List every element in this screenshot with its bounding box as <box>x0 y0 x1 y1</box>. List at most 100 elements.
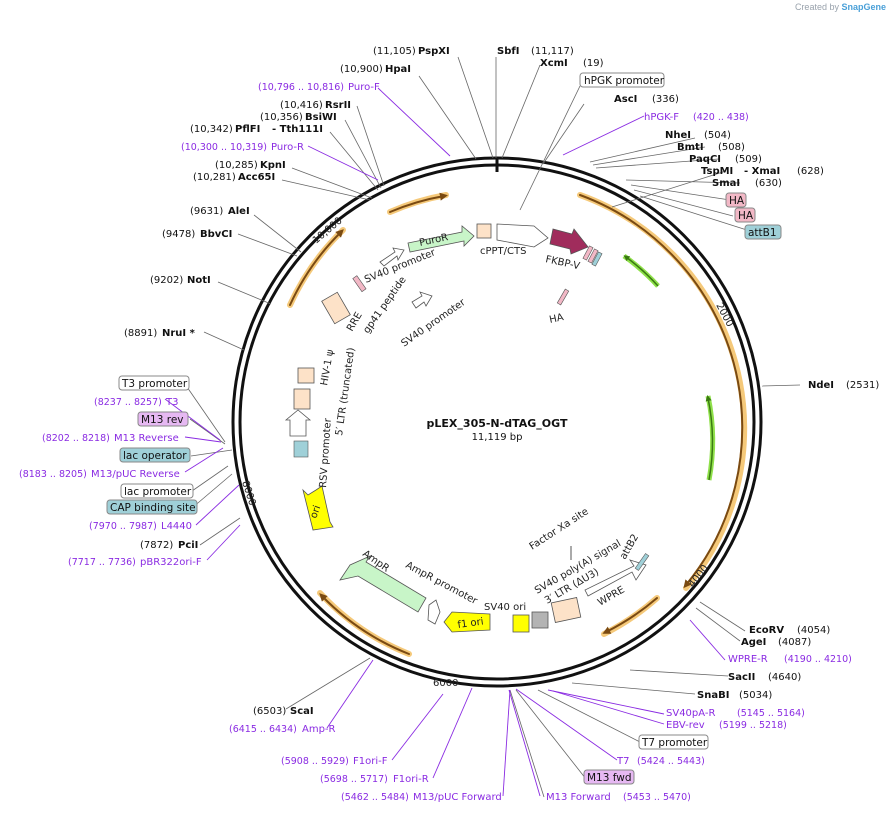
site-sacii-pos: (4640) <box>768 672 801 683</box>
primer-m13puc-reverse: M13/pUC Reverse <box>91 469 180 480</box>
ha-box-2-label: HA <box>738 210 754 222</box>
hiv-psi-label: HIV-1 ψ <box>319 348 336 386</box>
site-tth111i: - Tth111I <box>272 124 323 135</box>
ltr3-box <box>550 597 582 623</box>
orf-arc-ogt <box>577 192 748 591</box>
site-bmti-pos: (508) <box>718 142 745 153</box>
center-title: pLEX_305-N-dTAG_OGT 11,119 bp <box>427 417 568 443</box>
primer-ampr: Amp-R <box>302 724 336 735</box>
lac-operator-box <box>119 447 191 463</box>
site-xcmi-pos: (19) <box>583 58 604 69</box>
site-alei: AleI <box>228 206 250 217</box>
hpgk-promoter-label: hPGK promoter <box>584 75 665 87</box>
lac-operator-label: lac operator <box>123 450 187 462</box>
site-pcii: PciI <box>178 540 198 551</box>
site-xmai-pos: (628) <box>797 166 824 177</box>
t7-promoter-label: T7 promoter <box>641 737 708 749</box>
site-sacii: SacII <box>728 672 755 683</box>
gp41-box <box>352 275 367 293</box>
lac-feature-stack <box>293 440 309 458</box>
site-pflfi: PflFI <box>235 124 260 135</box>
m13-fwd-box <box>583 769 635 785</box>
green-arrow-1-line <box>623 255 659 287</box>
ha-box-1-label: HA <box>729 195 745 207</box>
green-arrows <box>622 253 716 481</box>
attb1-tag <box>591 251 603 267</box>
primer-wprer-pos: (4190 .. 4210) <box>784 654 852 665</box>
plasmid-name: pLEX_305-N-dTAG_OGT <box>427 417 568 430</box>
m13-rev-label: M13 rev <box>141 414 184 426</box>
site-tspmi: TspMI <box>701 166 733 177</box>
t3-promoter-box <box>118 375 190 391</box>
lac-promoter-box <box>120 483 194 499</box>
site-scai: ScaI <box>290 706 314 717</box>
primer-m13puc-forward: M13/pUC Forward <box>413 792 502 803</box>
primer-sv40par: SV40pA-R <box>666 708 715 719</box>
sv40-promoter-label-2: SV40 promoter <box>399 297 468 350</box>
primer-wprer: WPRE-R <box>728 654 768 665</box>
leader-lines <box>186 56 801 798</box>
hiv-psi-box <box>297 367 315 384</box>
attb2-box <box>634 553 650 571</box>
site-smai-pos: (630) <box>755 178 782 189</box>
site-pflfi-pos: (10,342) <box>190 124 233 135</box>
site-hpai-pos: (10,900) <box>340 64 383 75</box>
primer-m13reverse-pos: (8202 .. 8218) <box>42 433 110 444</box>
m13-fwd-label: M13 fwd <box>587 772 632 784</box>
primer-f1orif: F1ori-F <box>353 756 388 767</box>
site-bbvci: BbvCI <box>200 229 232 240</box>
site-ndei-pos: (2531) <box>846 380 879 391</box>
site-agei-pos: (4087) <box>778 637 811 648</box>
primer-f1orir-pos: (5698 .. 5717) <box>320 774 388 785</box>
site-pcii-pos: (7872) <box>140 540 173 551</box>
orf-arc-3 <box>317 590 412 657</box>
site-bbvci-pos: (9478) <box>162 229 195 240</box>
primer-t7: T7 <box>616 756 629 767</box>
site-kpni: KpnI <box>260 160 286 171</box>
snapgene-watermark: Created by SnapGene <box>795 2 886 12</box>
primer-ebvrev-pos: (5199 .. 5218) <box>719 720 787 731</box>
plasmid-size: 11,119 bp <box>472 432 523 443</box>
attb1-box-label: attB1 <box>748 227 777 239</box>
sv40-ori-box <box>512 614 530 633</box>
boxed-labels: hPGK promoter HA HA attB1 T3 promoter M1… <box>106 72 782 785</box>
cppt-label: cPPT/CTS <box>480 246 526 257</box>
tick-label-4000: 4000 <box>687 563 711 590</box>
ampr-arrow <box>339 555 427 613</box>
site-hpai: HpaI <box>385 64 411 75</box>
site-pspxi-pos: (11,105) <box>373 46 416 57</box>
primer-t3: T3 <box>165 397 178 408</box>
fkbp-arrow <box>549 228 589 255</box>
hpgk-promoter-box <box>579 72 665 88</box>
site-pspxi: PspXI <box>418 46 450 57</box>
site-xmai: - XmaI <box>744 166 780 177</box>
site-paqci: PaqCI <box>689 154 721 165</box>
site-xcmi: XcmI <box>540 58 568 69</box>
primer-l4440-pos: (7970 .. 7987) <box>89 521 157 532</box>
site-smai: SmaI <box>712 178 740 189</box>
primer-sv40par-pos: (5145 .. 5164) <box>737 708 805 719</box>
site-bmti: BmtI <box>677 142 704 153</box>
watermark-prefix: Created by <box>794 2 839 12</box>
ampr-promoter-arrow <box>427 599 441 625</box>
primer-hpgkf: hPGK-F <box>644 112 679 123</box>
orf-arc-5-line <box>389 192 448 213</box>
primer-purof: Puro-F <box>348 82 380 93</box>
wpre-arrow <box>584 559 647 597</box>
site-sbfi-pos: (11,117) <box>531 46 574 57</box>
rsv-promoter-arrow <box>284 409 312 437</box>
cap-binding-box <box>106 499 198 515</box>
ha-box-2 <box>734 207 756 223</box>
cap-binding-label: CAP binding site <box>110 502 196 514</box>
tick-label-6000: 6000 <box>433 678 458 689</box>
site-snabi: SnaBI <box>697 690 729 701</box>
factor-xa-label: Factor Xa site <box>528 506 591 552</box>
site-alei-pos: (9631) <box>190 206 223 217</box>
sv40-promoter-arrow-2 <box>411 291 433 309</box>
f1ori-arrow <box>443 611 491 633</box>
site-nhei-pos: (504) <box>704 130 731 141</box>
primer-m13puc-forward-pos: (5462 .. 5484) <box>341 792 409 803</box>
primer-f1orir: F1ori-R <box>393 774 429 785</box>
site-bsiwi: BsiWI <box>305 112 337 123</box>
